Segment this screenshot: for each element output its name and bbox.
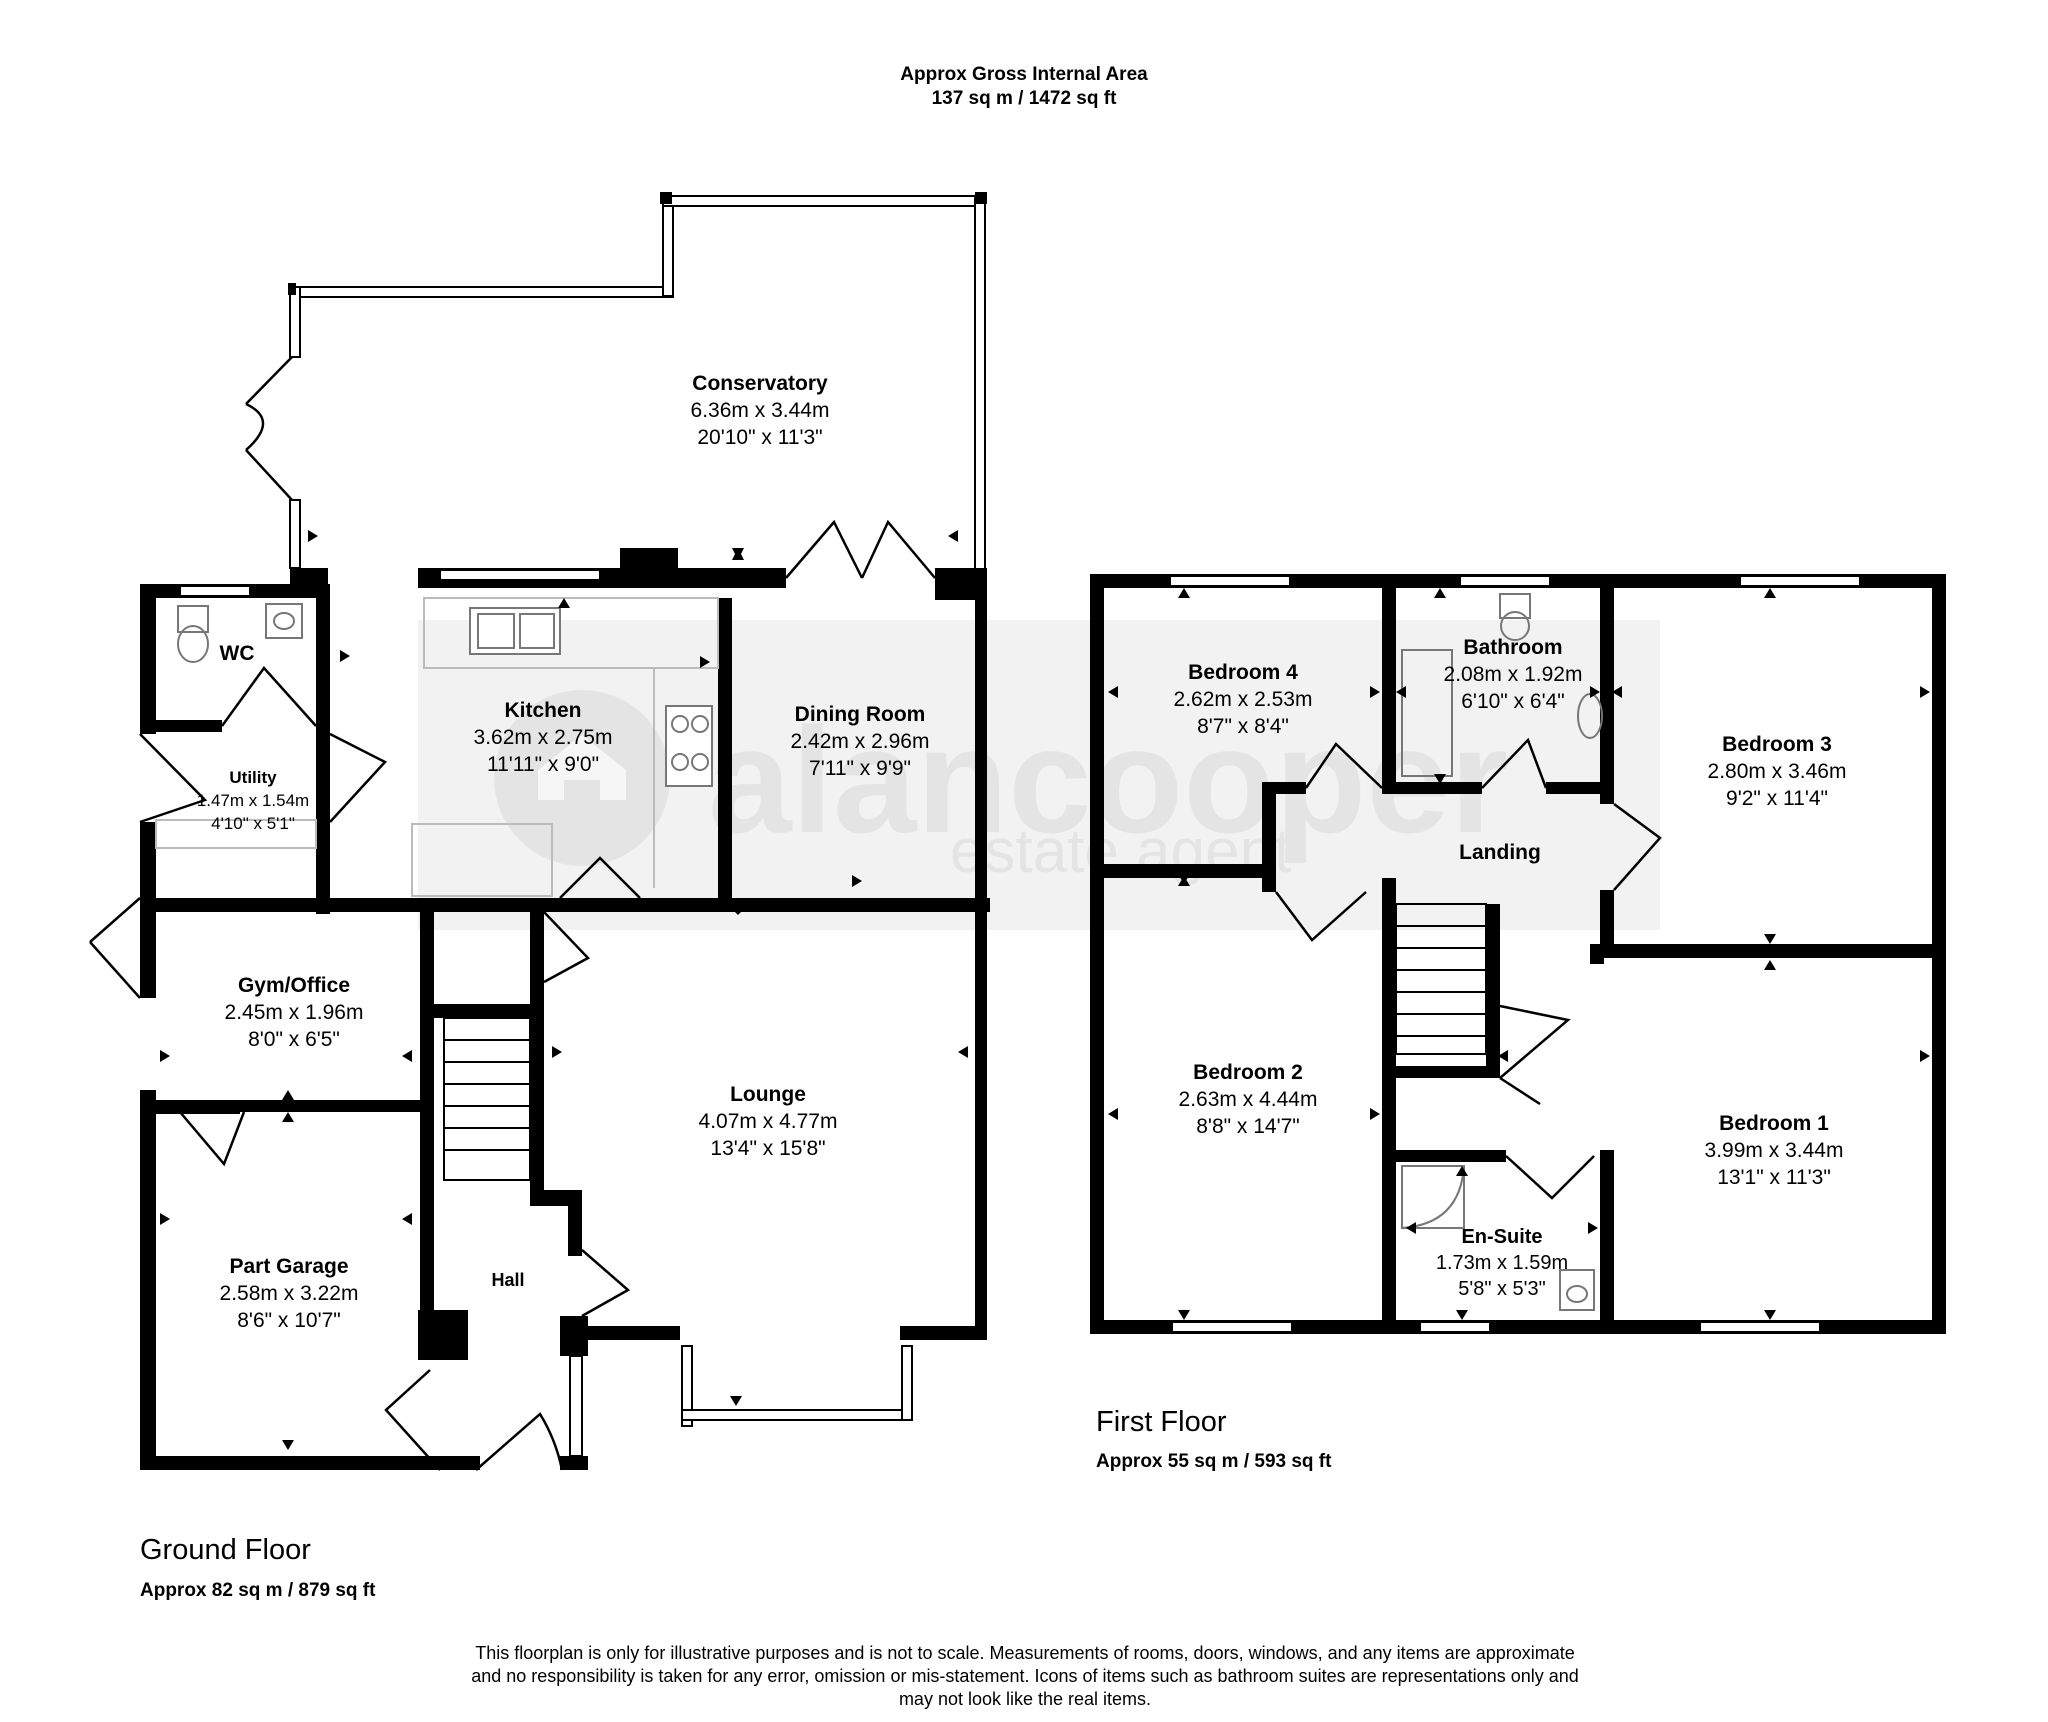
ground-floor-label: Ground Floor [140,1534,311,1566]
room-metric: 1.47m x 1.54m [197,791,309,810]
room-name: Utility [229,768,277,787]
room-imperial: 5'8" x 5'3" [1458,1278,1545,1300]
room-imperial: 6'10" x 6'4" [1461,690,1565,713]
first-floor-plan [1090,574,1946,1334]
gross-area-title: Approx Gross Internal Area [900,64,1148,85]
room-utility: Utility 1.47m x 1.54m 4'10" x 5'1" [197,768,309,833]
disclaimer-line-2: and no responsibility is taken for any e… [471,1666,1579,1686]
room-metric: 3.99m x 3.44m [1705,1139,1844,1162]
room-name: Kitchen [504,699,581,722]
room-imperial: 20'10" x 11'3" [697,426,822,449]
room-name: Bedroom 3 [1722,733,1832,756]
room-hall: Hall [491,1270,524,1290]
room-kitchen: Kitchen 3.62m x 2.75m 11'11" x 9'0" [474,699,613,776]
disclaimer-line-3: may not look like the real items. [898,1689,1152,1709]
room-imperial: 13'1" x 11'3" [1717,1166,1831,1189]
room-imperial: 8'8" x 14'7" [1196,1115,1300,1138]
room-imperial: 8'6" x 10'7" [237,1309,341,1332]
room-imperial: 4'10" x 5'1" [211,814,295,833]
ground-floor-area: Approx 82 sq m / 879 sq ft [140,1580,376,1601]
room-name: Part Garage [229,1255,348,1278]
room-name: Hall [491,1270,524,1290]
dimension-arrows [160,530,1930,1450]
room-conservatory: Conservatory 6.36m x 3.44m 20'10" x 11'3… [691,372,830,449]
room-bedroom-4: Bedroom 4 2.62m x 2.53m 8'7" x 8'4" [1174,661,1313,738]
room-name: En-Suite [1461,1226,1542,1248]
room-name: Bedroom 1 [1719,1112,1829,1135]
room-metric: 2.58m x 3.22m [220,1282,359,1305]
room-metric: 6.36m x 3.44m [691,399,830,422]
room-name: Landing [1459,841,1541,864]
room-imperial: 8'0" x 6'5" [248,1028,340,1051]
room-en-suite: En-Suite 1.73m x 1.59m 5'8" x 5'3" [1436,1226,1568,1300]
disclaimer-line-1: This floorplan is only for illustrative … [475,1643,1575,1663]
room-imperial: 7'11" x 9'9" [809,757,911,780]
first-floor-area: Approx 55 sq m / 593 sq ft [1096,1451,1332,1472]
room-wc: WC [220,642,255,665]
room-bedroom-3: Bedroom 3 2.80m x 3.46m 9'2" x 11'4" [1708,733,1847,810]
room-metric: 3.62m x 2.75m [474,726,613,749]
room-lounge: Lounge 4.07m x 4.77m 13'4" x 15'8" [699,1083,838,1160]
room-metric: 2.62m x 2.53m [1174,688,1313,711]
room-metric: 2.45m x 1.96m [225,1001,364,1024]
disclaimer: This floorplan is only for illustrative … [380,1642,1670,1711]
room-name: Bedroom 4 [1188,661,1298,684]
room-bathroom: Bathroom 2.08m x 1.92m 6'10" x 6'4" [1444,636,1583,713]
room-metric: 1.73m x 1.59m [1436,1252,1568,1274]
room-imperial: 8'7" x 8'4" [1197,715,1289,738]
ground-floor-plan [89,192,990,1471]
room-name: Conservatory [692,372,828,395]
room-name: Bedroom 2 [1193,1061,1303,1084]
room-name: Gym/Office [238,974,350,997]
room-name: Dining Room [795,703,926,726]
room-gym-office: Gym/Office 2.45m x 1.96m 8'0" x 6'5" [225,974,364,1051]
room-dining-room: Dining Room 2.42m x 2.96m 7'11" x 9'9" [791,703,930,780]
room-name: Lounge [730,1083,806,1106]
room-metric: 4.07m x 4.77m [699,1110,838,1133]
gross-area-value: 137 sq m / 1472 sq ft [931,88,1117,109]
room-name: Bathroom [1463,636,1562,659]
room-imperial: 9'2" x 11'4" [1726,787,1828,810]
room-bedroom-1: Bedroom 1 3.99m x 3.44m 13'1" x 11'3" [1705,1112,1844,1189]
room-name: WC [220,642,255,665]
room-metric: 2.08m x 1.92m [1444,663,1583,686]
room-metric: 2.80m x 3.46m [1708,760,1847,783]
room-imperial: 11'11" x 9'0" [487,753,599,776]
room-metric: 2.63m x 4.44m [1179,1088,1318,1111]
room-bedroom-2: Bedroom 2 2.63m x 4.44m 8'8" x 14'7" [1179,1061,1318,1138]
first-floor-label: First Floor [1096,1406,1227,1438]
room-imperial: 13'4" x 15'8" [710,1137,825,1160]
room-metric: 2.42m x 2.96m [791,730,930,753]
room-landing: Landing [1459,841,1541,864]
room-part-garage: Part Garage 2.58m x 3.22m 8'6" x 10'7" [220,1255,359,1332]
